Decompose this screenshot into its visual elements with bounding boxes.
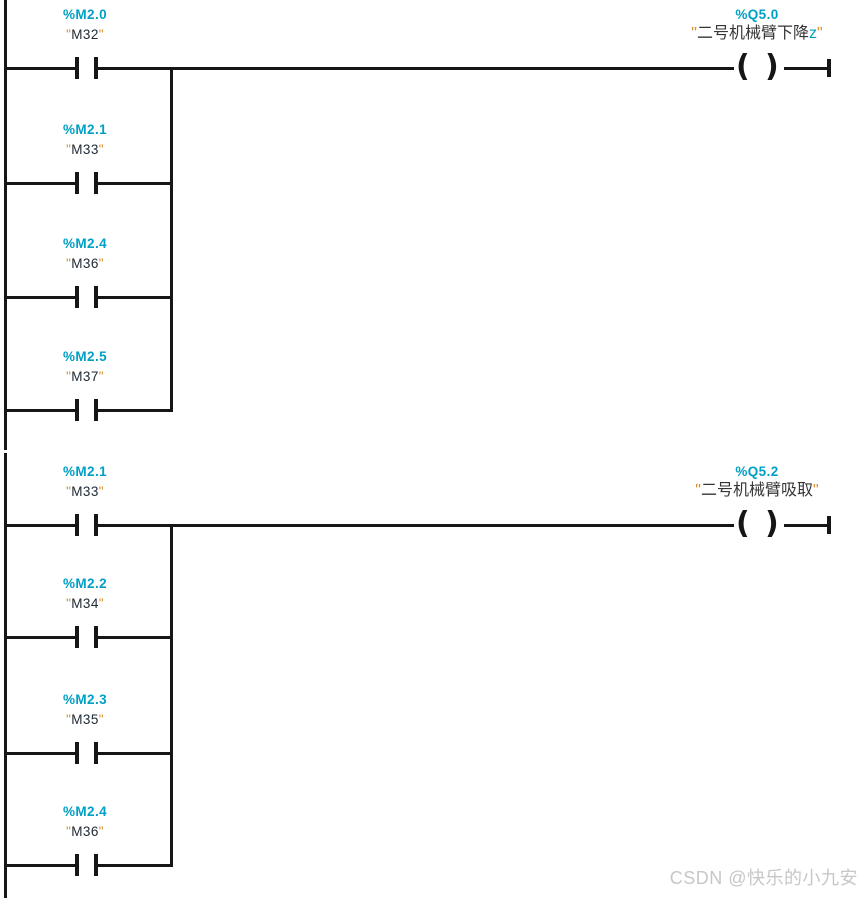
tag-name-text: 二号机械臂吸取 (700, 482, 813, 499)
contact-tag-name[interactable]: "M37" (5, 368, 165, 385)
contact-bar-right (94, 514, 98, 536)
contact-address[interactable]: %M2.1 (62, 122, 108, 137)
network-1-rung-end-tick (827, 59, 831, 77)
contact-bar-right (94, 854, 98, 876)
output-coil[interactable]: () (734, 49, 784, 84)
quote-mark: " (98, 369, 104, 384)
tag-name-text: M34 (71, 596, 99, 611)
quote-mark: " (98, 256, 104, 271)
contact-address[interactable]: %M2.0 (62, 7, 108, 22)
quote-mark: " (66, 596, 72, 611)
contact-bar-right (94, 742, 98, 764)
quote-mark: " (66, 369, 72, 384)
contact-bar-left (75, 286, 79, 308)
no-contact[interactable] (75, 171, 98, 195)
quote-mark: " (817, 25, 823, 42)
power-rail (4, 0, 7, 450)
tag-name-text: M35 (71, 712, 99, 727)
contact-bar-left (75, 626, 79, 648)
coil-address[interactable]: %Q5.2 (735, 464, 779, 479)
tag-name-text: M37 (71, 369, 99, 384)
no-contact[interactable] (75, 398, 98, 422)
quote-mark: " (691, 25, 697, 42)
contact-address[interactable]: %M2.5 (62, 349, 108, 364)
network-1-rung-line (4, 67, 831, 70)
contact-tag-name[interactable]: "M36" (5, 255, 165, 272)
tag-name-text: M33 (71, 142, 99, 157)
contact-bar-right (94, 626, 98, 648)
quote-mark: " (66, 824, 72, 839)
power-rail (4, 453, 7, 898)
contact-address[interactable]: %M2.4 (62, 236, 108, 251)
network-2-branch-junction-line (170, 524, 173, 867)
coil-address[interactable]: %Q5.0 (735, 7, 779, 22)
contact-bar-left (75, 514, 79, 536)
no-contact[interactable] (75, 853, 98, 877)
contact-bar-left (75, 854, 79, 876)
contact-address[interactable]: %M2.3 (62, 692, 108, 707)
quote-mark: " (813, 482, 819, 499)
coil-paren-right: ) (765, 49, 779, 84)
contact-bar-right (94, 172, 98, 194)
contact-address[interactable]: %M2.4 (62, 804, 108, 819)
tag-name-text: M32 (71, 27, 99, 42)
contact-tag-name[interactable]: "M35" (5, 711, 165, 728)
no-contact[interactable] (75, 625, 98, 649)
contact-tag-name[interactable]: "M33" (5, 483, 165, 500)
contact-tag-name[interactable]: "M33" (5, 141, 165, 158)
quote-mark: " (98, 596, 104, 611)
no-contact[interactable] (75, 285, 98, 309)
contact-bar-right (94, 399, 98, 421)
network-1-branch-junction-line (170, 67, 173, 412)
no-contact[interactable] (75, 741, 98, 765)
coil-tag-name[interactable]: "二号机械臂吸取" (657, 482, 857, 499)
quote-mark: " (66, 484, 72, 499)
tag-name-text: M36 (71, 256, 99, 271)
quote-mark: " (66, 712, 72, 727)
contact-tag-name[interactable]: "M34" (5, 595, 165, 612)
coil-paren-right: ) (765, 506, 779, 541)
contact-bar-left (75, 172, 79, 194)
tag-name-text: M33 (71, 484, 99, 499)
quote-mark: " (98, 824, 104, 839)
contact-address[interactable]: %M2.2 (62, 576, 108, 591)
quote-mark: " (98, 484, 104, 499)
quote-mark: " (66, 256, 72, 271)
coil-paren-left: ( (736, 506, 750, 541)
contact-bar-left (75, 399, 79, 421)
network-2-rung-end-tick (827, 516, 831, 534)
no-contact[interactable] (75, 513, 98, 537)
quote-mark: " (98, 142, 104, 157)
tag-name-text: 二号机械臂下降 (696, 25, 809, 42)
coil-tag-name[interactable]: "二号机械臂下降z" (657, 25, 857, 42)
output-coil[interactable]: () (734, 506, 784, 541)
contact-bar-left (75, 742, 79, 764)
watermark: CSDN @快乐的小九安 (669, 868, 858, 888)
no-contact[interactable] (75, 56, 98, 80)
tag-name-suffix: z (809, 25, 817, 42)
contact-bar-left (75, 57, 79, 79)
contact-tag-name[interactable]: "M32" (5, 26, 165, 43)
quote-mark: " (98, 712, 104, 727)
contact-bar-right (94, 286, 98, 308)
tag-name-text: M36 (71, 824, 99, 839)
quote-mark: " (66, 27, 72, 42)
contact-address[interactable]: %M2.1 (62, 464, 108, 479)
quote-mark: " (695, 482, 701, 499)
network-2-rung-line (4, 524, 831, 527)
quote-mark: " (66, 142, 72, 157)
contact-tag-name[interactable]: "M36" (5, 823, 165, 840)
coil-paren-left: ( (736, 49, 750, 84)
quote-mark: " (98, 27, 104, 42)
contact-bar-right (94, 57, 98, 79)
